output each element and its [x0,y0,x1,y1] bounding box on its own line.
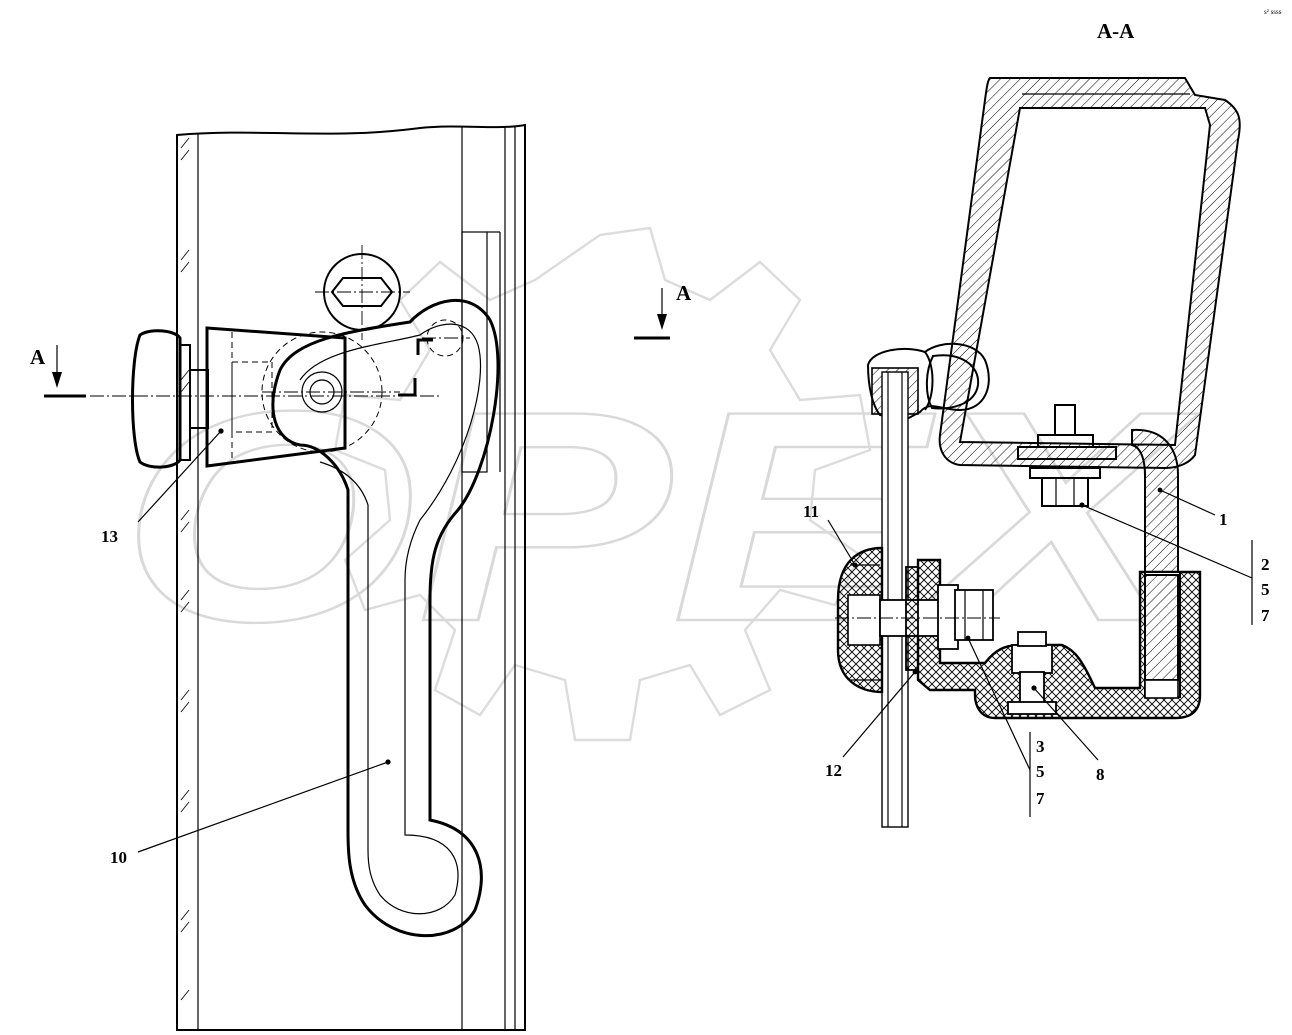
lever-arm [271,298,500,938]
callout-10: 10 [110,848,127,867]
glass-hatching [180,137,190,1001]
bolt-upper [1017,404,1117,508]
callout-5-lower: 5 [1036,762,1045,781]
leader-13 [137,430,222,523]
section-mark-center-label: A [676,281,692,305]
watermark-gear [333,226,872,742]
callout-7-upper: 7 [1261,606,1270,625]
callout-13: 13 [101,527,118,546]
callout-5-upper: 5 [1261,580,1270,599]
callout-8: 8 [1096,765,1105,784]
section-title: A-A [1097,19,1135,43]
left-view [44,123,526,1031]
callout-3-lower: 3 [1036,737,1045,756]
section-mark-left [44,345,440,398]
callout-11: 11 [803,502,819,521]
lever-inner-contour [299,323,482,915]
header-small-text: s² ssss [1264,8,1282,16]
callout-12: 12 [825,761,842,780]
callout-7-lower: 7 [1036,789,1045,808]
section-mark-center [634,288,670,340]
leader-10 [137,761,389,853]
section-view [634,77,1253,828]
callout-2-upper: 2 [1261,555,1270,574]
watermark-text: OPEX [120,348,1200,684]
section-mark-left-label: A [30,345,46,369]
watermark: OPEX [119,226,1201,742]
callout-1: 1 [1219,510,1228,529]
glass-clamp [835,546,1000,694]
bolt-lower [1007,631,1057,715]
post-outline [176,123,526,1031]
knob-assembly [131,326,347,469]
